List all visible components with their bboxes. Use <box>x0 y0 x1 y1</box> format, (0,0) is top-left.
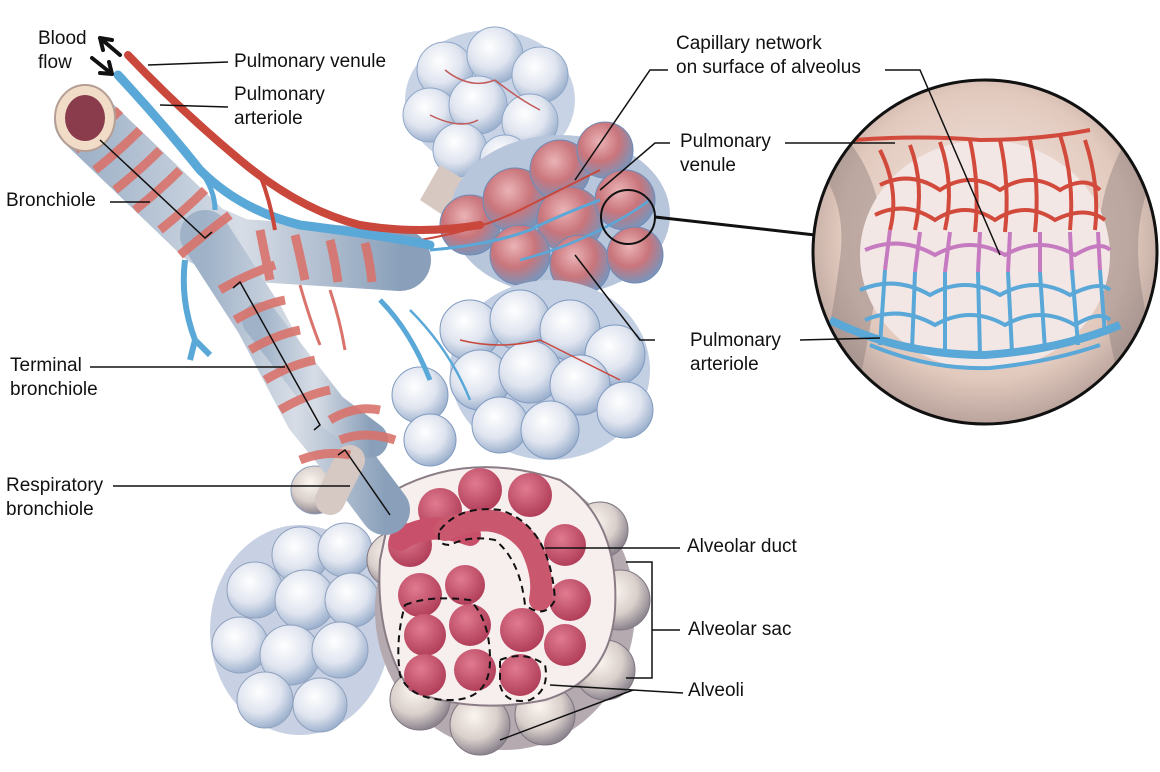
label-line: Pulmonary <box>234 84 325 105</box>
label-alveolar-duct: Alveolar duct <box>687 536 797 557</box>
label-respiratory-bronchiole: Respiratory bronchiole <box>6 474 103 522</box>
label-terminal-bronchiole: Terminal bronchiole <box>10 354 98 402</box>
magnified-alveolus-inset <box>654 78 1159 426</box>
label-bronchiole: Bronchiole <box>6 190 96 211</box>
single-alveolus-outline <box>499 655 547 702</box>
label-line: arteriole <box>690 354 759 375</box>
venule-capillaries <box>854 128 1107 233</box>
label-line: Terminal <box>10 355 82 376</box>
label-alveolar-sac: Alveolar sac <box>688 619 792 640</box>
label-pulmonary-venule-right: Pulmonary venule <box>680 130 771 178</box>
capillary-covered-cluster <box>419 121 670 296</box>
label-line: Pulmonary <box>680 131 771 152</box>
label-line: Blood <box>38 28 87 49</box>
alveolar-sac-section <box>366 466 651 756</box>
alveolar-duct-outline <box>437 508 557 613</box>
lower-left-alveolar-cluster <box>210 465 390 735</box>
label-line: Respiratory <box>6 475 104 496</box>
label-pulmonary-arteriole-right: Pulmonary arteriole <box>690 329 781 377</box>
label-line: venule <box>680 155 736 176</box>
label-line: Capillary network <box>676 33 822 54</box>
label-line: bronchiole <box>6 499 94 520</box>
label-pulmonary-venule-top: Pulmonary venule <box>234 51 387 72</box>
inset-connector <box>654 215 816 237</box>
label-line: Pulmonary <box>690 330 781 351</box>
label-line: on surface of alveolus <box>676 57 861 78</box>
label-capillary-network: Capillary network on surface of alveolus <box>676 32 861 80</box>
label-line: flow <box>38 52 72 73</box>
mixed-capillaries <box>864 229 1112 273</box>
label-blood-flow: Blood flow <box>38 27 87 75</box>
middle-alveolar-cluster <box>391 280 654 467</box>
label-line: arteriole <box>234 108 303 129</box>
pulmonary-arteriole-vessel <box>113 70 435 250</box>
blood-flow-arrow-in <box>90 56 114 76</box>
bronchiole-tree <box>54 84 431 535</box>
label-alveoli: Alveoli <box>688 680 744 701</box>
blood-vessels <box>90 36 484 381</box>
blood-flow-arrow-out <box>98 36 122 57</box>
label-pulmonary-arteriole-top: Pulmonary arteriole <box>234 83 325 131</box>
leader-lines <box>90 61 1001 741</box>
label-line: bronchiole <box>10 379 98 400</box>
inset-border <box>811 78 1159 426</box>
alveolar-group-outline <box>397 597 492 702</box>
